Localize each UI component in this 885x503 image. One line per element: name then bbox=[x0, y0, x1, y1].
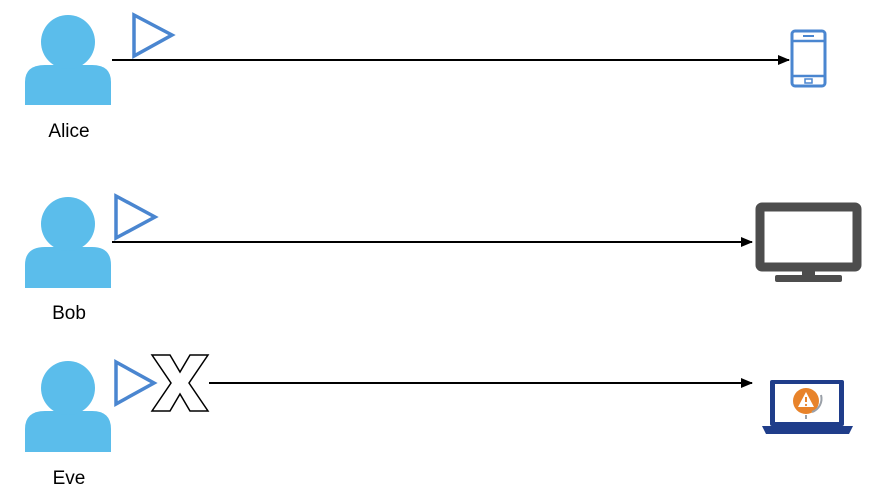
row-bob: Bob bbox=[25, 193, 862, 324]
x-mark-icon bbox=[150, 354, 210, 412]
user-name-label: Alice bbox=[48, 121, 89, 142]
user-icon bbox=[25, 361, 111, 452]
user-name-label: Bob bbox=[52, 303, 86, 324]
user-icon bbox=[25, 197, 111, 288]
row-eve: Eve bbox=[25, 354, 853, 489]
smartphone-icon bbox=[790, 29, 827, 88]
laptop-warning-icon bbox=[762, 380, 853, 434]
row-alice: Alice bbox=[25, 12, 827, 142]
monitor-icon bbox=[755, 202, 862, 282]
play-outline-icon bbox=[114, 359, 158, 407]
play-outline-icon bbox=[114, 193, 159, 241]
user-name-label: Eve bbox=[53, 468, 86, 489]
user-icon bbox=[25, 15, 111, 105]
play-outline-icon bbox=[132, 12, 176, 59]
